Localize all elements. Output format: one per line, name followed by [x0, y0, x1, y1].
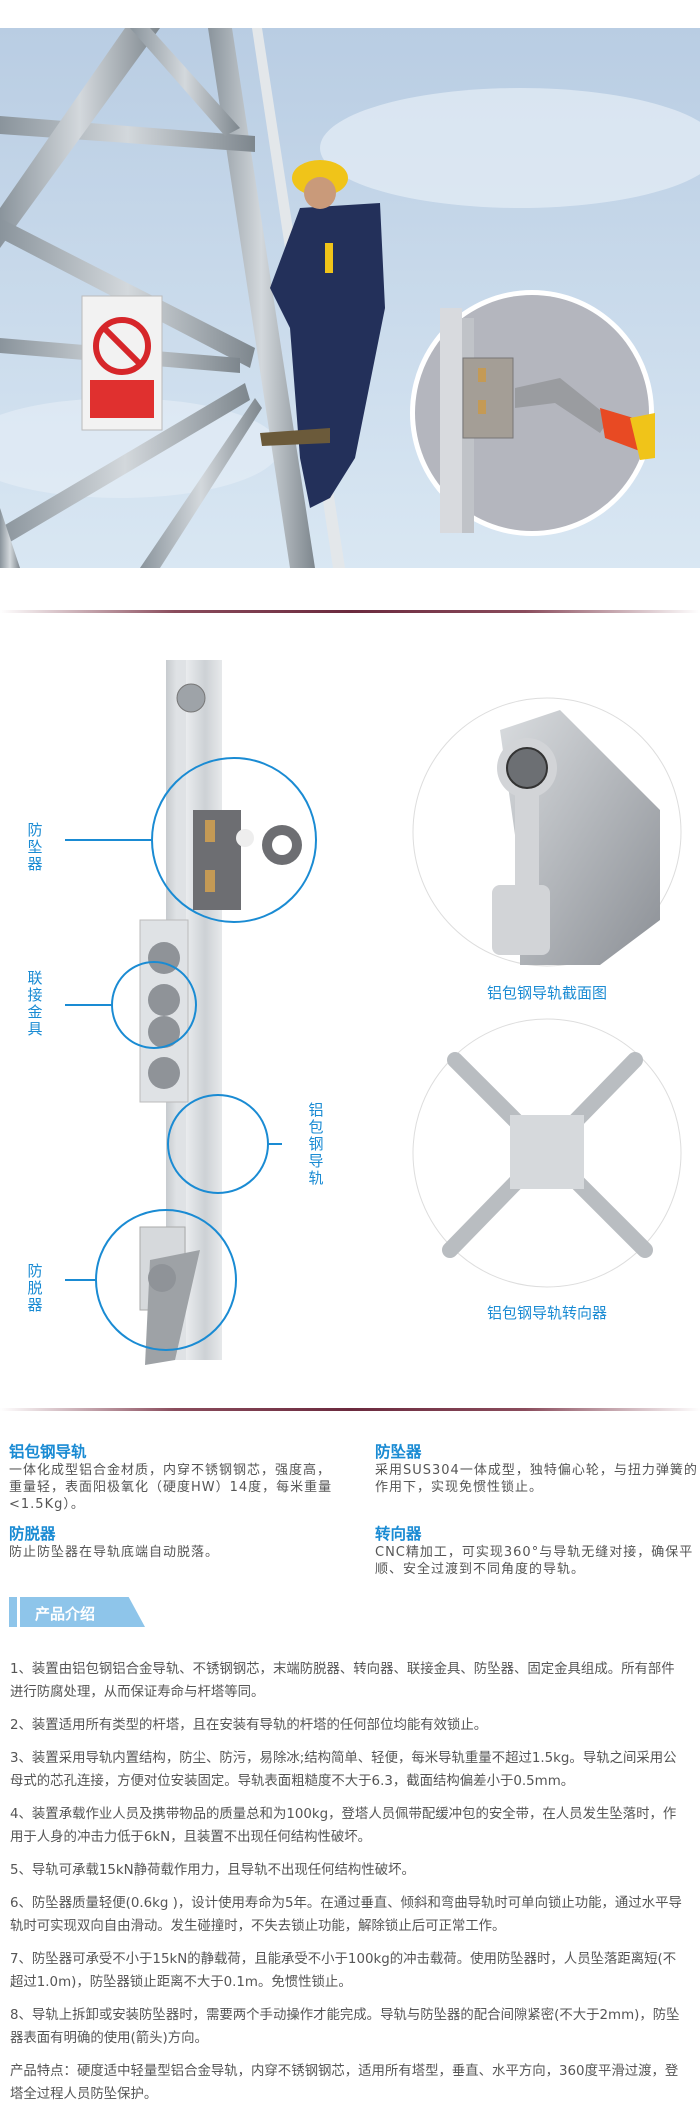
label-anti-release: 防脱器 [27, 1262, 43, 1314]
feature-turner: 转向器 CNC精加工，可实现360°与导轨无缝对接，确保平顺、安全过渡到不同角度… [375, 1524, 700, 1578]
feature-title: 铝包钢导轨 [9, 1443, 87, 1461]
section-banner-intro: 产品介绍 [9, 1597, 145, 1627]
callout-fall-arrester [65, 757, 317, 923]
list-item: 7、防坠器可承受不小于15kN的静载荷，且能承受不小于100kg的冲击载荷。使用… [10, 1952, 677, 1990]
connector-plate-part [139, 919, 189, 1103]
hero-photo-tower-climber [0, 28, 700, 568]
list-item: 6、防坠器质量轻便(0.6kg )，设计使用寿命为5年。在通过垂直、倾斜和弯曲导… [10, 1896, 682, 1934]
section-heading: 产品介绍 [35, 1605, 96, 1623]
caption-turner: 铝包钢导轨转向器 [486, 1304, 607, 1322]
intro-list: 1、装置由铝包钢铝合金导轨、不锈钢钢芯，末端防脱器、转向器、联接金具、防坠器、固… [10, 1658, 685, 2116]
label-fall-arrester: 防坠器 [27, 821, 43, 873]
fall-arrester-part [193, 810, 302, 910]
list-item: 8、导轨上拆卸或安装防坠器时，需要两个手动操作才能完成。导轨与防坠器的配合间隙紧… [10, 2008, 680, 2046]
feature-anti-release: 防脱器 防止防坠器在导轨底端自动脱落。 [9, 1524, 339, 1561]
feature-title: 防坠器 [375, 1443, 422, 1461]
section-divider [0, 610, 700, 613]
list-item: 产品特点：硬度适中轻量型铝合金导轨，内穿不锈钢钢芯，适用所有塔型，垂直、水平方向… [10, 2064, 679, 2102]
feature-text: 防止防坠器在导轨底端自动脱落。 [9, 1545, 220, 1560]
turner-image [412, 1018, 682, 1288]
list-item: 2、装置适用所有类型的杆塔，且在安装有导轨的杆塔的任何部位均能有效锁止。 [10, 1718, 488, 1733]
label-connector: 联接金具 [27, 969, 43, 1038]
callout-anti-release [65, 1209, 237, 1351]
feature-text: 一体化成型铝合金材质，内穿不锈钢钢芯，强度高，重量轻，表面阳极氧化（硬度HW）1… [9, 1463, 333, 1512]
rail-assembly-illustration [65, 660, 682, 1365]
cross-section-image [412, 697, 682, 967]
caption-cross-section: 铝包钢导轨截面图 [486, 984, 607, 1002]
list-item: 4、装置承载作业人员及携带物品的质量总和为100kg，登塔人员佩带配缓冲包的安全… [10, 1807, 677, 1845]
list-item: 3、装置采用导轨内置结构，防尘、防污，易除冰;结构简单、轻便，每米导轨重量不超过… [10, 1751, 677, 1789]
warning-sign [81, 295, 163, 431]
feature-title: 转向器 [375, 1525, 422, 1543]
section-divider [0, 1408, 700, 1411]
inset-fall-arrester-closeup [410, 290, 655, 536]
feature-title: 防脱器 [9, 1525, 56, 1543]
callout-rail [167, 1094, 282, 1194]
list-item: 1、装置由铝包钢铝合金导轨、不锈钢钢芯，末端防脱器、转向器、联接金具、防坠器、固… [10, 1662, 675, 1700]
feature-text: 采用SUS304一体成型，独特偏心轮，与扭力弹簧的作用下，实现免惯性锁止。 [375, 1463, 698, 1495]
worker [260, 160, 385, 508]
callout-connector [65, 961, 197, 1049]
banner-accent [17, 1597, 20, 1627]
feature-text: CNC精加工，可实现360°与导轨无缝对接，确保平顺、安全过渡到不同角度的导轨。 [375, 1545, 694, 1577]
feature-rail: 铝包钢导轨 一体化成型铝合金材质，内穿不锈钢钢芯，强度高，重量轻，表面阳极氧化（… [9, 1442, 339, 1513]
feature-fall-arrester: 防坠器 采用SUS304一体成型，独特偏心轮，与扭力弹簧的作用下，实现免惯性锁止… [375, 1442, 700, 1496]
label-rail: 铝包钢导轨 [308, 1101, 324, 1187]
anti-release-part [139, 1226, 200, 1365]
list-item: 5、导轨可承载15kN静荷载作用力，且导轨不出现任何结构性破坏。 [10, 1863, 415, 1878]
